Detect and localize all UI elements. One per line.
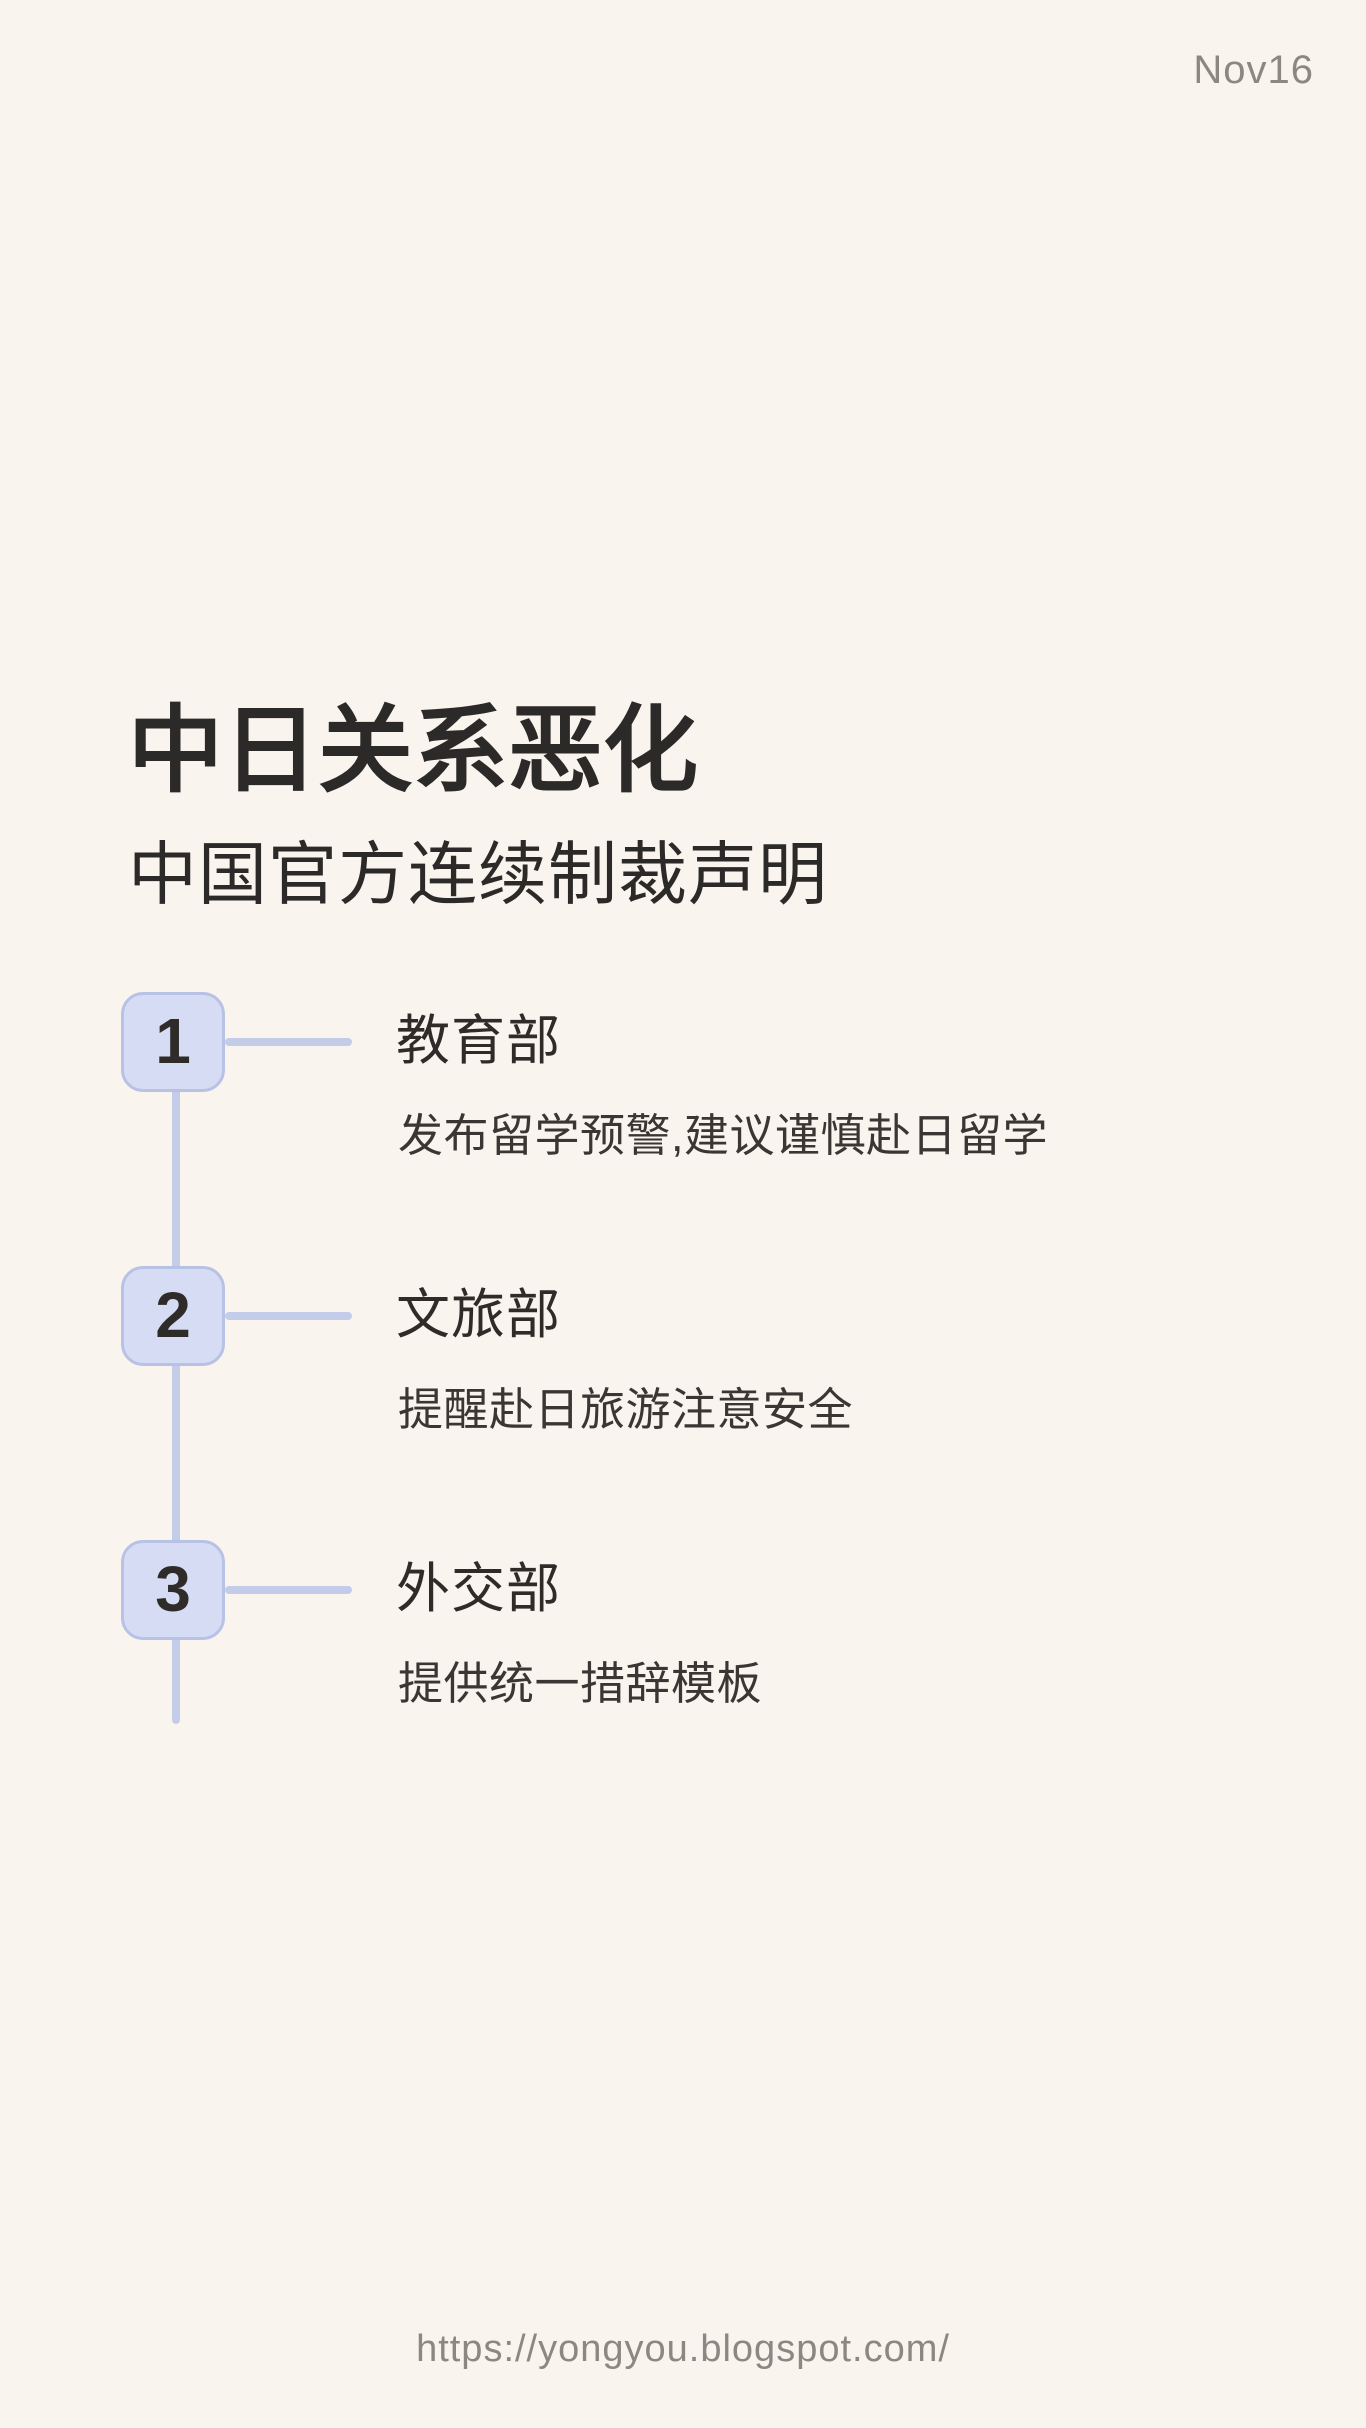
timeline-item-2: 2 文旅部 提醒赴日旅游注意安全 bbox=[0, 1266, 1366, 1540]
step-title: 文旅部 bbox=[396, 1285, 561, 1345]
step-number: 2 bbox=[155, 1279, 191, 1351]
connector-line bbox=[225, 1038, 352, 1046]
connector-line bbox=[225, 1586, 352, 1594]
step-description: 发布留学预警,建议谨慎赴日留学 bbox=[398, 1110, 1049, 1161]
step-number: 1 bbox=[155, 1005, 191, 1077]
date-label: Nov16 bbox=[1193, 48, 1314, 92]
step-title: 教育部 bbox=[396, 1011, 561, 1071]
step-title: 外交部 bbox=[396, 1559, 561, 1619]
timeline-item-3: 3 外交部 提供统一措辞模板 bbox=[0, 1540, 1366, 1814]
timeline-vertical-line bbox=[172, 1040, 180, 1724]
step-number: 3 bbox=[155, 1553, 191, 1625]
step-badge-1: 1 bbox=[121, 992, 225, 1092]
step-description: 提供统一措辞模板 bbox=[398, 1658, 763, 1709]
page-title: 中日关系恶化 bbox=[128, 698, 699, 804]
footer-url: https://yongyou.blogspot.com/ bbox=[416, 2328, 950, 2370]
page-subtitle: 中国官方连续制裁声明 bbox=[128, 836, 828, 913]
step-badge-3: 3 bbox=[121, 1540, 225, 1640]
timeline-item-1: 1 教育部 发布留学预警,建议谨慎赴日留学 bbox=[0, 992, 1366, 1266]
step-badge-2: 2 bbox=[121, 1266, 225, 1366]
connector-line bbox=[225, 1312, 352, 1320]
step-description: 提醒赴日旅游注意安全 bbox=[398, 1384, 854, 1435]
